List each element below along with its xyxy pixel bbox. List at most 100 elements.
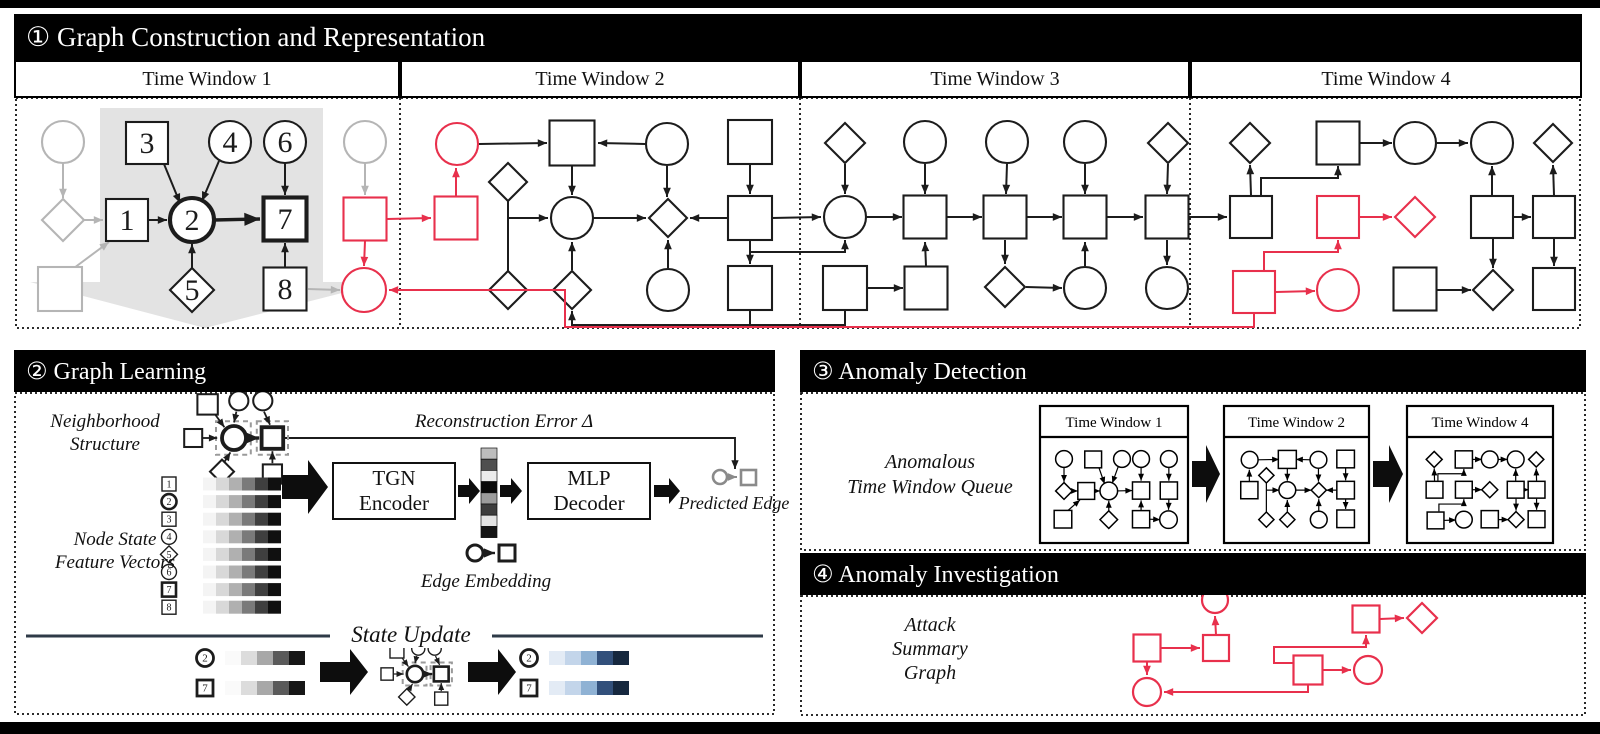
node-label: 4 — [223, 126, 238, 159]
diamond-node — [1257, 466, 1276, 485]
time-window-3-header: Time Window 3 — [800, 60, 1190, 98]
graph-node — [1309, 510, 1328, 529]
circle-node — [1112, 449, 1132, 469]
arrowhead — [746, 184, 754, 194]
graph-node — [647, 197, 689, 239]
neighborhood-glyph — [380, 641, 453, 707]
circle-node — [645, 267, 691, 313]
graph-node — [1098, 509, 1119, 530]
graph-node — [645, 267, 691, 313]
graph-node — [982, 194, 1028, 240]
flow-arrow — [468, 649, 516, 695]
circle-node — [1159, 449, 1178, 469]
feature-cell — [203, 565, 216, 579]
arrowhead — [1272, 487, 1280, 494]
graph-node: 8 — [161, 599, 177, 615]
graph-node: 1 — [161, 476, 177, 492]
queue-card-3: Time Window 4 — [1405, 404, 1555, 545]
feature-cell — [203, 583, 216, 597]
arrowhead — [1550, 256, 1558, 266]
arrowhead — [1153, 516, 1161, 523]
feature-cell — [242, 495, 255, 509]
graph-node — [487, 161, 529, 203]
arrowhead — [1512, 468, 1519, 476]
panel4-border — [800, 595, 1586, 716]
graph-node: 4 — [207, 119, 253, 165]
diamond-node — [40, 197, 86, 243]
panel2-header: ② Graph Learning — [14, 350, 775, 392]
arrowhead — [1382, 213, 1392, 221]
circle-node — [252, 390, 274, 412]
circle-node — [340, 266, 388, 314]
square-node — [1454, 480, 1473, 499]
circle-node — [160, 528, 178, 546]
square-node — [183, 427, 204, 449]
feature-cell — [229, 530, 242, 544]
graph-node — [40, 197, 86, 243]
neighborhood-line2: Structure — [69, 434, 140, 455]
node-label: 1 — [167, 479, 172, 490]
arrowhead — [893, 284, 903, 292]
graph-node — [1159, 449, 1178, 469]
graph-node — [1201, 633, 1231, 663]
feature-cell — [216, 495, 229, 509]
square-node — [36, 265, 84, 313]
feature-cell — [242, 583, 255, 597]
arrowhead — [188, 244, 196, 254]
arrowhead — [281, 243, 289, 253]
arrowhead — [568, 185, 576, 195]
graph-node — [1425, 450, 1444, 469]
square-node — [1351, 604, 1381, 634]
circle-node — [1506, 450, 1525, 469]
arrowhead — [401, 659, 409, 667]
feature-cell — [216, 547, 229, 561]
square-node — [1426, 511, 1445, 530]
square-node — [726, 194, 774, 242]
circle-node — [1054, 449, 1074, 469]
square-node — [1531, 194, 1577, 240]
graph-node — [1426, 511, 1445, 530]
embedding-cell — [480, 470, 498, 482]
arrowhead — [1284, 473, 1291, 481]
square-node — [1201, 633, 1231, 663]
anomaly-investigation-svg — [800, 585, 1586, 716]
graph-node — [1053, 509, 1073, 529]
square-node — [161, 476, 177, 492]
queue-line1: Anomalous — [885, 451, 975, 473]
mlp-decoder-box: MLP Decoder — [527, 462, 651, 520]
diamond-node — [487, 161, 529, 203]
flow-arrow — [1373, 445, 1403, 503]
circle-node — [1352, 654, 1384, 686]
graph-node — [252, 390, 274, 412]
diamond-node — [1278, 510, 1296, 529]
circle-node — [519, 648, 539, 668]
state-cell-before — [225, 651, 241, 665]
state-cell-after — [597, 681, 613, 695]
arrowhead — [663, 187, 671, 197]
circle-node — [1469, 120, 1515, 166]
embedding-cell — [480, 447, 498, 460]
arrowhead — [1246, 165, 1255, 175]
diamond-node — [1228, 121, 1272, 165]
circle-node — [195, 648, 215, 668]
arrowhead — [1458, 139, 1468, 147]
square-node — [1425, 480, 1444, 499]
graph-edge — [571, 310, 846, 326]
graph-edge — [750, 240, 846, 253]
arrowhead — [841, 184, 849, 194]
graph-edge — [389, 289, 1255, 328]
square-node — [160, 581, 178, 598]
attack-line3: Graph — [903, 662, 957, 684]
state-cell-after — [549, 681, 565, 695]
graph-node — [1527, 510, 1546, 529]
square-node — [1480, 509, 1500, 529]
flow-arrow — [458, 478, 480, 504]
diamond-node — [1532, 122, 1574, 164]
arrowhead — [99, 242, 109, 251]
square-node — [1084, 450, 1103, 469]
flow-arrow — [500, 478, 522, 504]
state-cell-after — [613, 681, 629, 695]
attack-summary-graph — [1131, 585, 1439, 708]
